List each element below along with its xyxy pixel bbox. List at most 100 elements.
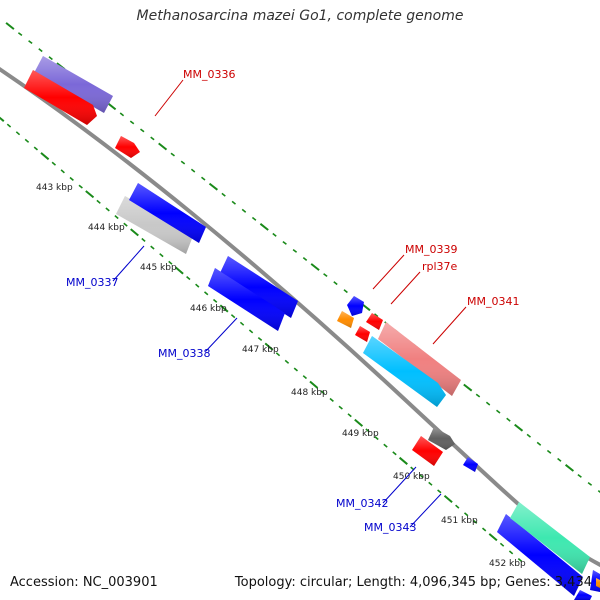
ruler-label: 451 kbp xyxy=(441,516,478,526)
tick-mark xyxy=(0,116,5,122)
tick-mark xyxy=(221,192,226,197)
ruler-label: 450 kbp xyxy=(393,472,430,482)
tick-mark xyxy=(526,433,531,438)
map-title: Methanosarcina mazei Go1, complete genom… xyxy=(136,8,464,24)
tick-mark xyxy=(508,550,514,555)
tick-mark xyxy=(347,413,352,418)
gene-feature-mm0339[interactable] xyxy=(347,296,364,316)
tick-mark xyxy=(343,289,348,294)
tick-mark xyxy=(150,245,155,250)
gene-label-mm0343[interactable]: MM_0343 xyxy=(364,521,416,534)
tick-mark xyxy=(186,275,191,281)
leader-lines xyxy=(112,79,467,528)
tick-mark xyxy=(48,56,53,61)
tick-mark xyxy=(488,533,498,542)
tick-mark xyxy=(309,380,319,389)
gene-label-mm0341[interactable]: MM_0341 xyxy=(467,295,519,308)
tick-mark xyxy=(463,512,469,517)
tick-mark xyxy=(51,161,57,166)
tick-mark xyxy=(107,102,117,111)
gene-label-mm0342[interactable]: MM_0342 xyxy=(336,497,388,510)
tick-mark xyxy=(463,383,473,392)
gene-label-mm0337[interactable]: MM_0337 xyxy=(66,276,118,289)
tick-mark xyxy=(203,291,209,296)
gene-label-mm0336[interactable]: MM_0336 xyxy=(183,68,235,81)
genome-backbone xyxy=(0,66,600,568)
tick-mark xyxy=(546,449,552,454)
gene-labels: MM_0336 MM_0339 rpl37e MM_0341 MM_0337 M… xyxy=(66,68,519,534)
tick-mark xyxy=(443,495,453,504)
tick-mark xyxy=(150,136,155,141)
tick-mark xyxy=(302,375,308,380)
tick-mark xyxy=(230,314,236,319)
tick-mark xyxy=(557,457,562,462)
tick-mark xyxy=(28,40,33,45)
tick-mark xyxy=(536,441,542,446)
ruler-label: 444 kbp xyxy=(88,223,125,233)
tick-mark xyxy=(275,352,281,357)
tick-mark xyxy=(174,266,184,275)
tick-mark xyxy=(251,216,257,221)
gene-feature-red-small-b[interactable] xyxy=(355,326,370,342)
tick-mark xyxy=(212,298,218,303)
tick-mark xyxy=(292,248,298,253)
tick-mark xyxy=(158,142,168,151)
tick-mark xyxy=(5,22,15,30)
tick-mark xyxy=(180,160,186,165)
tick-mark xyxy=(239,321,245,326)
tick-mark xyxy=(485,401,491,406)
gene-feature-mm0343[interactable] xyxy=(463,457,478,472)
tick-mark xyxy=(248,329,254,334)
tick-mark xyxy=(69,176,74,182)
tick-mark xyxy=(241,208,247,213)
tick-mark xyxy=(60,169,65,174)
ruler-label: 445 kbp xyxy=(140,263,177,273)
gene-label-mm0338[interactable]: MM_0338 xyxy=(158,347,210,360)
tick-mark xyxy=(170,152,175,157)
gene-feature-orange-edge[interactable] xyxy=(574,590,592,600)
tick-mark xyxy=(6,123,12,128)
tick-mark xyxy=(374,435,379,441)
tick-mark xyxy=(365,428,370,433)
tick-mark xyxy=(506,417,511,422)
tick-mark xyxy=(40,152,50,161)
tick-mark xyxy=(323,273,328,278)
tick-mark xyxy=(496,409,501,414)
tick-mark xyxy=(310,263,320,271)
gene-label-rpl37e[interactable]: rpl37e xyxy=(422,260,458,273)
ruler-label: 447 kbp xyxy=(242,345,279,355)
tick-mark xyxy=(78,184,83,189)
genome-summary: Topology: circular; Length: 4,096,345 bp… xyxy=(234,575,592,590)
tick-mark xyxy=(168,260,173,265)
gene-feature-rpl37e[interactable] xyxy=(366,313,383,330)
tick-mark xyxy=(195,283,200,288)
tick-mark xyxy=(398,456,408,465)
tick-mark xyxy=(190,168,196,173)
gene-features xyxy=(24,56,600,600)
tick-mark xyxy=(114,214,119,220)
tick-mark xyxy=(293,367,299,372)
tick-mark xyxy=(257,336,263,342)
tick-mark xyxy=(272,232,277,237)
tick-mark xyxy=(33,146,39,151)
tick-mark xyxy=(514,423,524,432)
tick-mark xyxy=(130,228,139,237)
accession-text: Accession: NC_003901 xyxy=(10,575,158,590)
tick-mark xyxy=(564,464,575,472)
tick-mark xyxy=(24,138,30,143)
tick-mark xyxy=(475,393,481,398)
tick-mark xyxy=(354,418,364,427)
tick-mark xyxy=(338,405,343,410)
gene-label-mm0339[interactable]: MM_0339 xyxy=(405,243,457,256)
tick-mark xyxy=(141,237,146,243)
tick-mark xyxy=(481,527,487,532)
tick-mark xyxy=(329,397,334,403)
tick-mark xyxy=(499,542,505,547)
tick-mark xyxy=(119,112,125,117)
tick-mark xyxy=(85,190,95,199)
tick-mark xyxy=(597,489,600,494)
tick-mark xyxy=(17,32,23,37)
tick-mark xyxy=(129,120,135,125)
ruler-label: 443 kbp xyxy=(36,183,73,193)
